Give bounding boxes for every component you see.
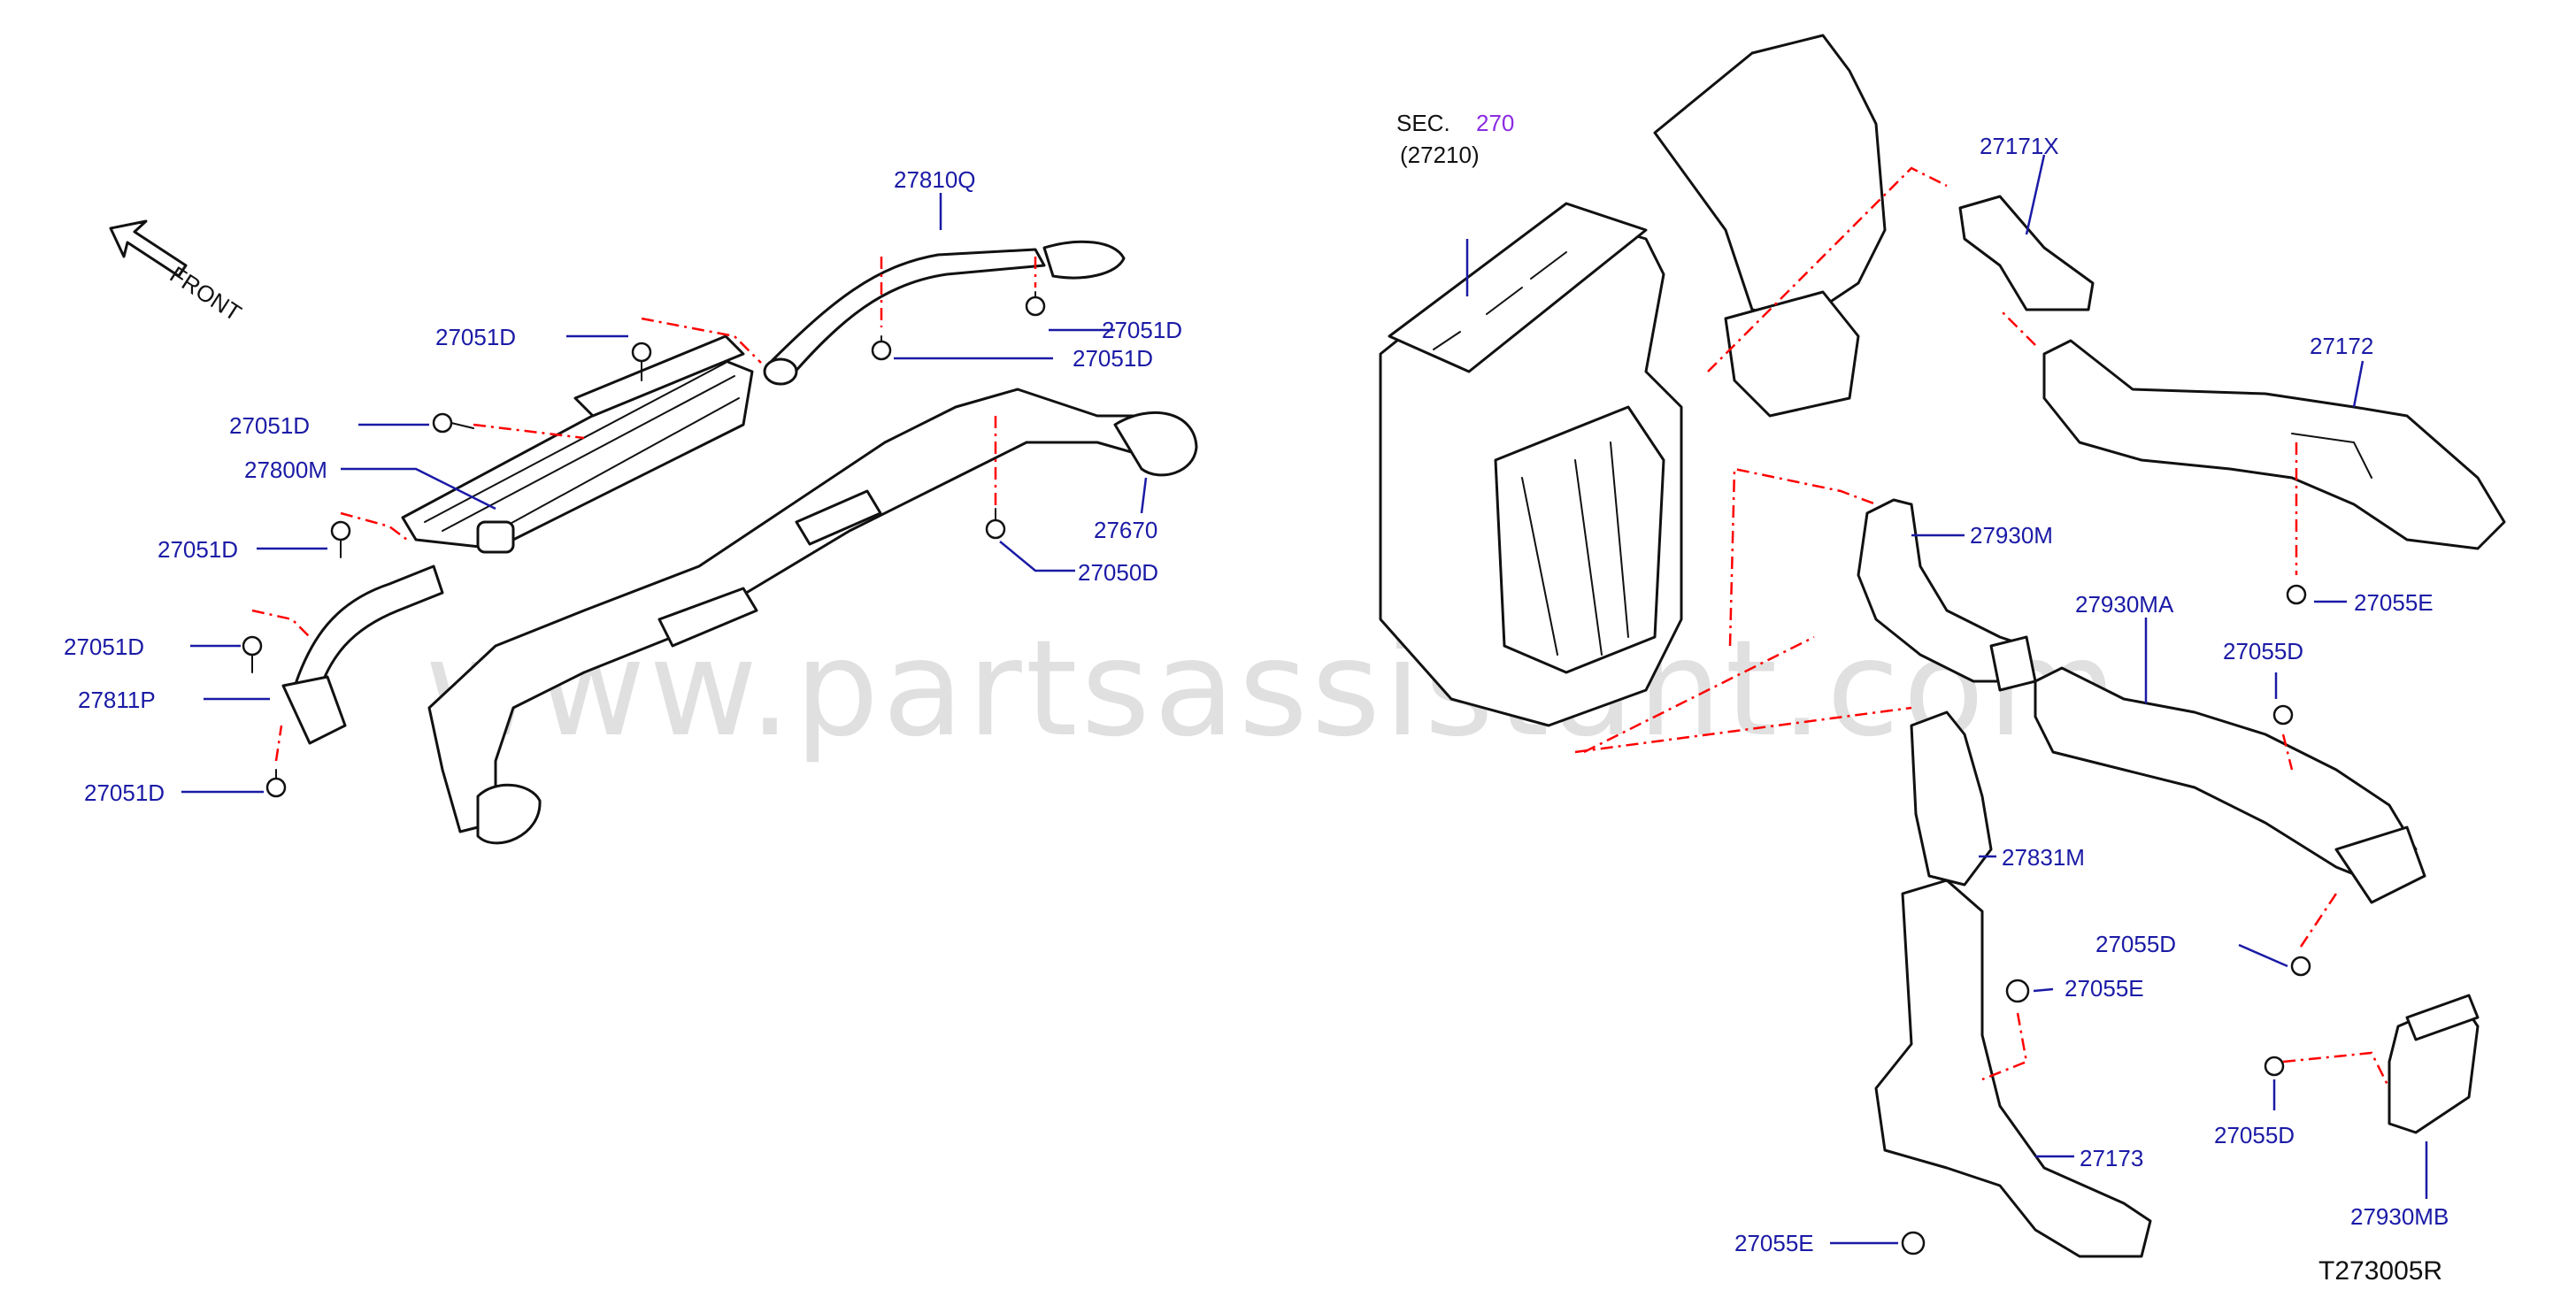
label-27051D-mid-right[interactable]: 27051D xyxy=(1073,345,1153,372)
front-arrow-icon xyxy=(109,219,188,278)
label-27172[interactable]: 27172 xyxy=(2310,333,2373,359)
label-27930MB[interactable]: 27930MB xyxy=(2350,1203,2449,1230)
defroster-nozzle-27800M xyxy=(401,334,754,554)
label-27051D-upper-right[interactable]: 27051D xyxy=(1102,317,1182,343)
label-27055D-upper[interactable]: 27055D xyxy=(2223,638,2303,664)
label-27050D[interactable]: 27050D xyxy=(1078,559,1158,586)
label-27831M[interactable]: 27831M xyxy=(2002,844,2085,871)
label-27051D-left-3[interactable]: 27051D xyxy=(158,536,238,563)
duct-27172 xyxy=(2042,339,2506,550)
duct-27930M xyxy=(1857,498,2037,692)
label-27930M[interactable]: 27930M xyxy=(1970,522,2053,549)
label-27171X[interactable]: 27171X xyxy=(1980,133,2059,159)
label-27055E-bottom[interactable]: 27055E xyxy=(1734,1230,1814,1256)
label-27811P[interactable]: 27811P xyxy=(78,687,156,713)
label-27800M[interactable]: 27800M xyxy=(244,457,327,483)
reference-lines-right xyxy=(1574,166,2391,1089)
label-27051D-left-2[interactable]: 27051D xyxy=(229,412,310,439)
label-27055E-mid[interactable]: 27055E xyxy=(2065,975,2144,1002)
label-27051D-bottom-left[interactable]: 27051D xyxy=(84,779,165,806)
part-labels: 27810Q 27051D 27051D 27051D 27051D 27800… xyxy=(64,110,2449,1286)
screw-icons-left xyxy=(242,291,1046,798)
duct-27831M xyxy=(1910,710,1993,887)
screw-icons-right xyxy=(1901,584,2311,1255)
label-27810Q[interactable]: 27810Q xyxy=(894,166,976,193)
duct-27930MA xyxy=(2034,666,2426,904)
reference-lines-left xyxy=(251,257,1037,762)
section-prefix: SEC. xyxy=(1396,110,1450,136)
heater-unit-27210 xyxy=(1379,34,1887,727)
watermark: www.partsassistant.com xyxy=(425,612,2120,766)
label-27055D-lower[interactable]: 27055D xyxy=(2214,1122,2295,1148)
label-27051D-left-4[interactable]: 27051D xyxy=(64,633,144,660)
duct-27930MB xyxy=(2388,994,2480,1134)
duct-27173 xyxy=(1874,879,2152,1258)
section-sub: (27210) xyxy=(1400,142,1480,168)
label-27055E-right[interactable]: 27055E xyxy=(2354,589,2434,616)
label-27930MA[interactable]: 27930MA xyxy=(2075,591,2174,618)
leader-lines xyxy=(181,154,2428,1245)
vent-duct-27670 xyxy=(427,388,1198,845)
defroster-duct-27810Q xyxy=(763,240,1126,386)
section-number[interactable]: 270 xyxy=(1476,110,1514,136)
drawing-id: T273005R xyxy=(2318,1256,2442,1286)
label-27051D-upper-left[interactable]: 27051D xyxy=(435,324,516,350)
front-label: FRONT xyxy=(165,261,247,326)
side-vent-duct-27811P xyxy=(281,564,444,745)
label-27670[interactable]: 27670 xyxy=(1094,517,1157,543)
label-27173[interactable]: 27173 xyxy=(2080,1145,2143,1171)
duct-27171X xyxy=(1958,195,2095,311)
label-27055D-mid[interactable]: 27055D xyxy=(2095,931,2176,957)
